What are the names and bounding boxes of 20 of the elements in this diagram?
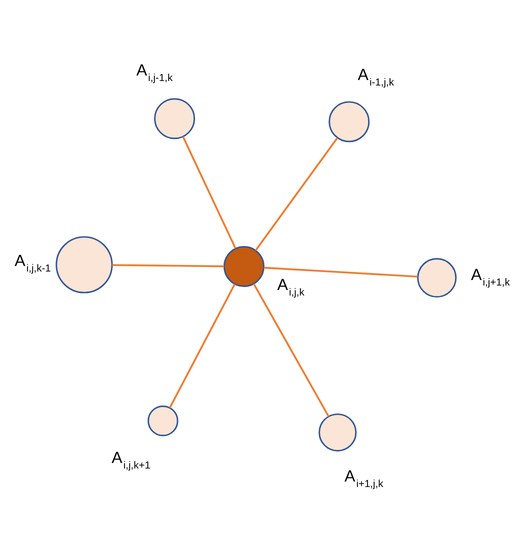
node-circle xyxy=(223,246,264,288)
node-label: A$_{i,j+1,k}$ xyxy=(471,266,510,289)
node-circle xyxy=(148,406,178,436)
connector xyxy=(169,284,236,408)
connector xyxy=(112,264,224,268)
node-circle xyxy=(318,413,357,452)
connector xyxy=(254,137,338,251)
connector xyxy=(253,284,330,417)
node-label: A$_{i+1,j,k}$ xyxy=(344,467,384,490)
connector xyxy=(264,266,418,278)
node-label: A$_{i,j,k-1}$ xyxy=(14,252,51,274)
node-circle xyxy=(328,101,370,142)
connector xyxy=(182,136,236,249)
node-label: A$_{i,j,k}$ xyxy=(277,276,304,299)
node-label: A$_{i,j,k+1}$ xyxy=(112,448,150,472)
node-circle xyxy=(154,98,196,140)
node-label: A$_{i-1,j,k}$ xyxy=(358,66,394,88)
node-label: A$_{i,j-1,k}$ xyxy=(136,61,173,84)
node-circle xyxy=(417,258,457,298)
node-circle xyxy=(56,236,113,294)
